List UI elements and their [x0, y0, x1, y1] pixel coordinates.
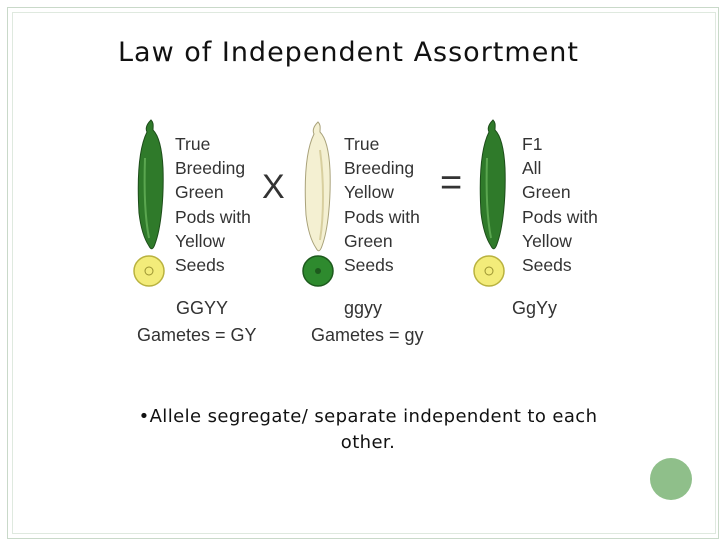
- decorative-circle: [650, 458, 692, 500]
- yellow-seed-icon: [133, 255, 165, 287]
- parent-1-description: True Breeding Green Pods with Yellow See…: [175, 134, 251, 276]
- offspring-description: F1 All Green Pods with Yellow Seeds: [522, 134, 598, 276]
- slide-frame-inner: [12, 12, 716, 534]
- yellow-pod-icon: [304, 121, 331, 252]
- parent-1-gametes: Gametes = GY: [137, 325, 257, 345]
- parent-2-description: True Breeding Yellow Pods with Green See…: [344, 134, 420, 276]
- slide-frame: [7, 7, 719, 539]
- f1-pod-icon: [479, 119, 506, 250]
- bullet-point: •Allele segregate/ separate independent …: [138, 406, 598, 453]
- parent-2-genotype: ggyy: [344, 298, 383, 318]
- parent-2-gametes: Gametes = gy: [311, 325, 424, 345]
- f1-seed-icon: [473, 255, 505, 287]
- cross-symbol: X: [262, 168, 285, 206]
- slide-title: Law of Independent Assortment: [118, 37, 579, 68]
- green-seed-icon: [302, 255, 334, 287]
- offspring-genotype: GgYy: [512, 298, 558, 318]
- parent-1-genotype: GGYY: [176, 298, 229, 318]
- green-pod-icon: [137, 119, 164, 250]
- equals-symbol: =: [440, 162, 463, 204]
